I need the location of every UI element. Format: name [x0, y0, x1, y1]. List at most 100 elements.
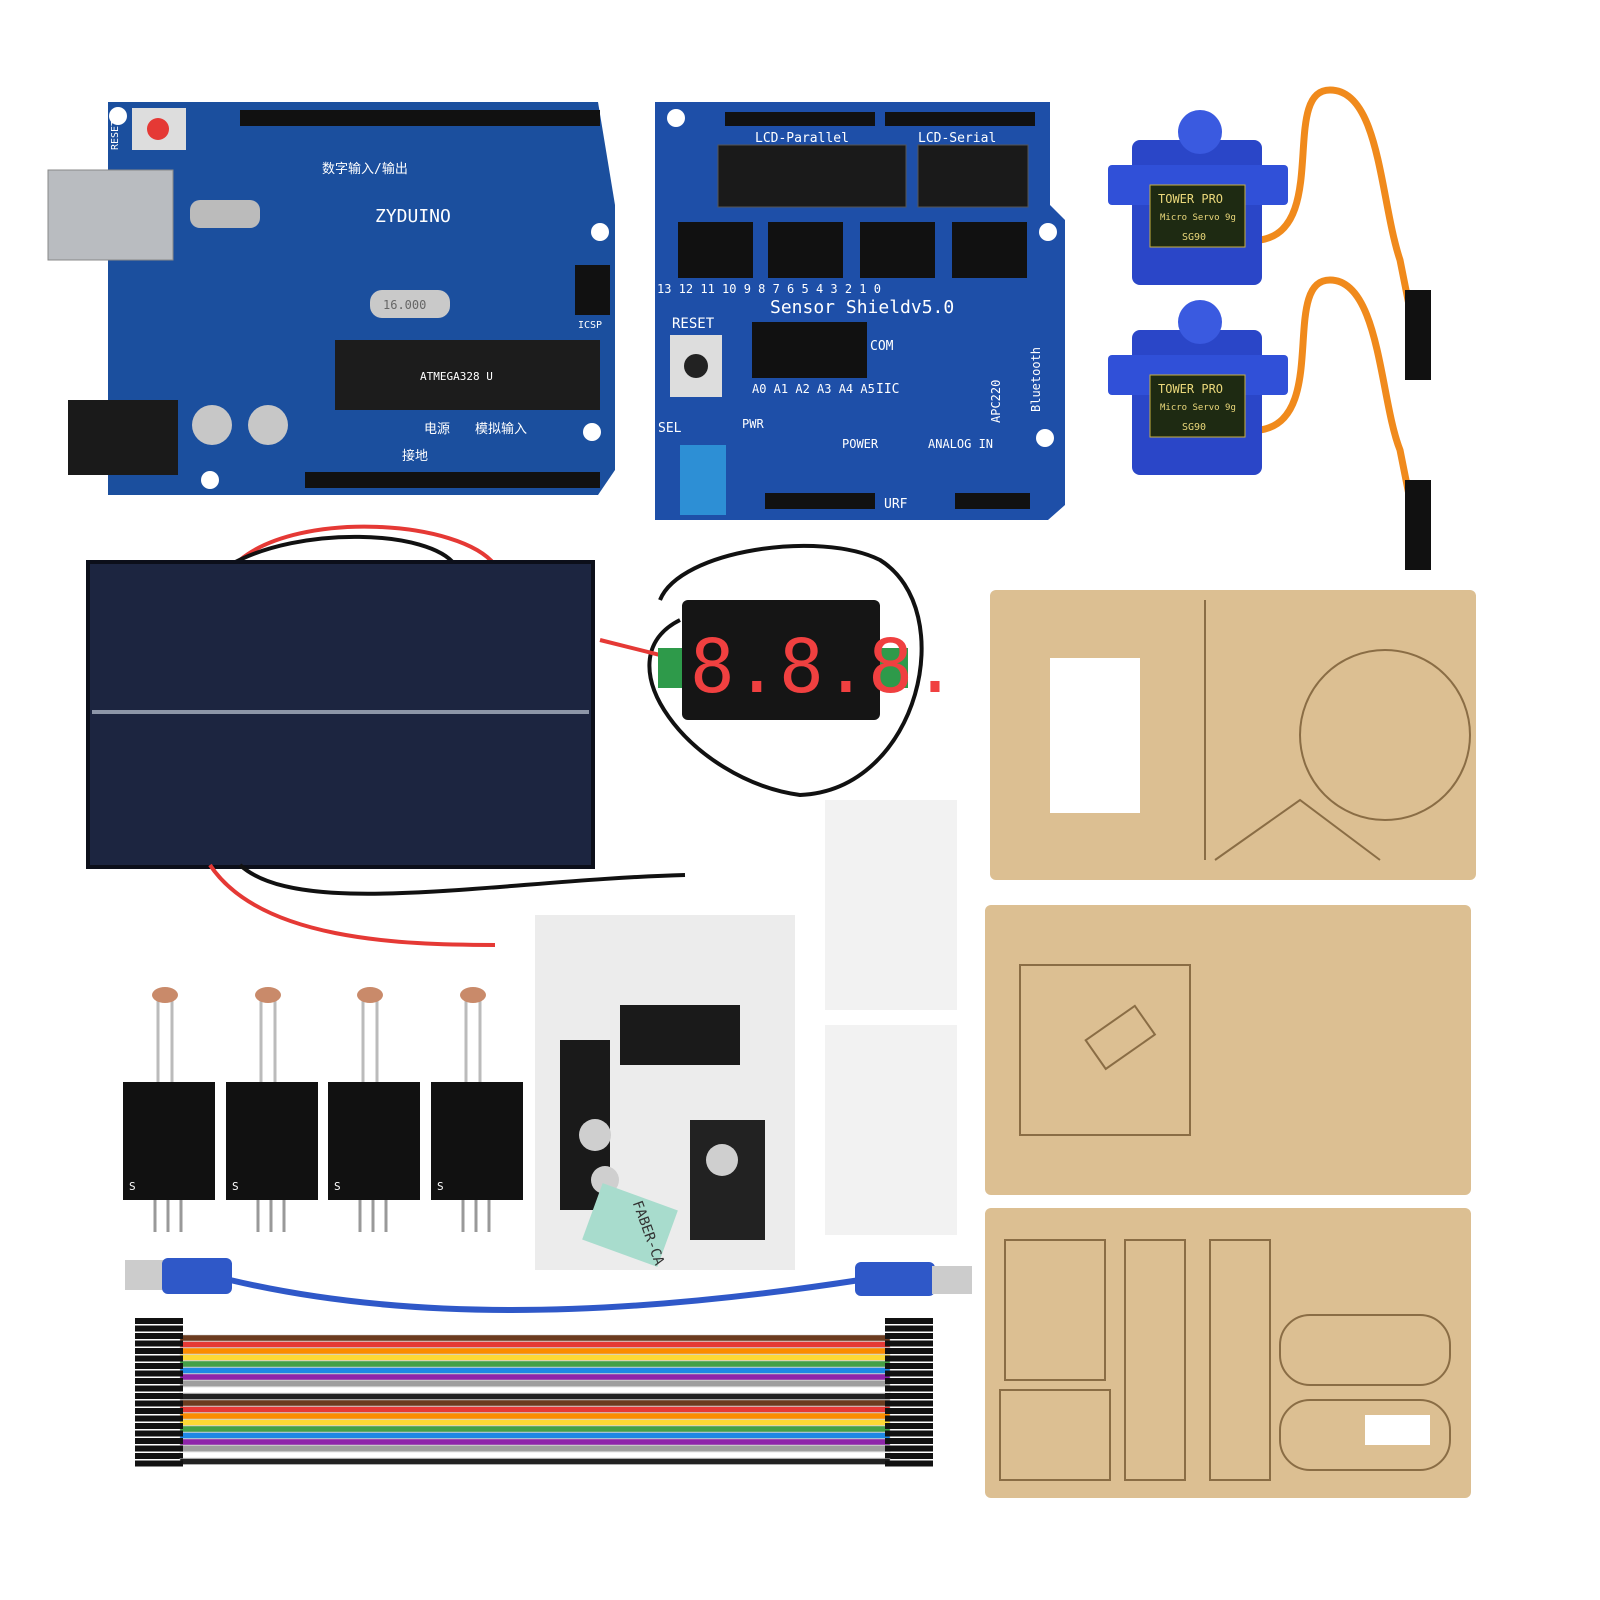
jumper-wire	[179, 1419, 891, 1426]
servo-2: TOWER PRO Micro Servo 9g SG90	[1108, 300, 1288, 475]
com-label: COM	[870, 339, 894, 354]
digital-pin-numbers: 13 12 11 10 9 8 7 6 5 4 3 2 1 0	[657, 282, 881, 296]
servo-brand: TOWER PRO	[1158, 192, 1223, 206]
jumper-connector-right	[885, 1355, 933, 1362]
jumper-wire	[179, 1406, 891, 1413]
jumper-wire	[179, 1334, 891, 1342]
jumper-connector-left	[135, 1325, 183, 1332]
jumper-connector-left	[135, 1445, 183, 1452]
jumper-connector-left	[135, 1438, 183, 1444]
jumper-connector-left	[135, 1385, 183, 1392]
digital-label: 数字输入/输出	[322, 161, 408, 177]
ldr-module-1: S	[123, 987, 215, 1232]
servo-horn-bag-1	[825, 800, 957, 1010]
servo-horn-bag-2	[825, 1025, 957, 1235]
jumper-connector-right	[885, 1460, 933, 1467]
servo-model-line: Micro Servo 9g	[1160, 213, 1236, 223]
jumper-connector-right	[885, 1385, 933, 1392]
servo-brand: TOWER PRO	[1158, 382, 1223, 396]
jumper-connector-left	[135, 1378, 183, 1384]
jumper-wire	[179, 1347, 891, 1355]
icsp-label: ICSP	[578, 320, 602, 331]
jumper-connector-left	[135, 1363, 183, 1369]
gnd-label: 接地	[402, 448, 428, 464]
jumper-connector-left	[135, 1430, 183, 1437]
jumper-wire	[179, 1380, 891, 1387]
ldr-pin-label: S	[232, 1180, 239, 1193]
uno-reset-label: RESET	[110, 120, 121, 150]
ldr-module-2: S	[226, 987, 318, 1232]
jumper-connector-left	[135, 1453, 183, 1459]
dc-jack	[68, 400, 178, 475]
jumper-connector-right	[885, 1378, 933, 1384]
shield-reset-button	[684, 354, 708, 378]
jumper-connector-left	[135, 1340, 183, 1347]
analog-in-label: ANALOG IN	[928, 437, 993, 451]
atmega-chip	[335, 340, 600, 410]
analog-pin-labels: A0 A1 A2 A3 A4 A5	[752, 382, 875, 396]
jumper-connector-right	[885, 1445, 933, 1452]
ldr-pin-label: S	[437, 1180, 444, 1193]
shield-reset-label: RESET	[672, 316, 715, 332]
jumper-wire	[179, 1341, 891, 1348]
jumper-wire-ribbon	[135, 1318, 933, 1467]
jumper-connector-right	[885, 1325, 933, 1332]
jumper-connector-right	[885, 1348, 933, 1354]
jumper-wire	[179, 1386, 891, 1394]
servo-model-line: Micro Servo 9g	[1160, 403, 1236, 413]
jumper-connector-left	[135, 1348, 183, 1354]
servo-model: SG90	[1182, 422, 1206, 433]
jumper-connector-right	[885, 1423, 933, 1429]
voltmeter: 8.8.8.	[599, 543, 957, 798]
bluetooth-label: Bluetooth	[1029, 347, 1043, 412]
power-analog-header	[305, 472, 600, 488]
urf-label: URF	[884, 497, 908, 512]
shield-title: Sensor Shieldv5.0	[770, 297, 954, 318]
jumper-wire	[179, 1425, 891, 1433]
jumper-wire	[179, 1373, 891, 1381]
servo-wires	[1259, 86, 1424, 551]
ldr-module-3: S	[328, 987, 420, 1232]
ldr-module-4: S	[431, 987, 523, 1232]
lcd-serial-label: LCD-Serial	[918, 131, 996, 146]
jumper-wire	[179, 1354, 891, 1361]
jumper-connector-left	[135, 1370, 183, 1377]
jumper-connector-right	[885, 1438, 933, 1444]
jumper-connector-right	[885, 1318, 933, 1324]
chip-text: ATMEGA328 U	[420, 370, 493, 383]
analog-label: 模拟输入	[475, 421, 527, 437]
ldr-pin-label: S	[129, 1180, 136, 1193]
jumper-connector-right	[885, 1333, 933, 1339]
jumper-connector-right	[885, 1340, 933, 1347]
pwr-label: PWR	[742, 417, 764, 431]
solar-panel	[86, 524, 686, 947]
jumper-connector-left	[135, 1460, 183, 1467]
acrylic-panel-3	[985, 1208, 1471, 1498]
jumper-connector-left	[135, 1408, 183, 1414]
jumper-connector-right	[885, 1415, 933, 1422]
usb-b-port	[47, 169, 174, 261]
jumper-wire	[179, 1438, 891, 1446]
jumper-connector-left	[135, 1400, 183, 1407]
jumper-connector-right	[885, 1453, 933, 1459]
iic-label: IIC	[876, 382, 899, 397]
jumper-connector-right	[885, 1393, 933, 1399]
jumper-connector-right	[885, 1363, 933, 1369]
sel-label: SEL	[658, 421, 682, 436]
jumper-connector-left	[135, 1415, 183, 1422]
screw-terminal	[680, 445, 726, 515]
acrylic-panel-1	[990, 590, 1476, 880]
jumper-wire	[179, 1393, 891, 1400]
servo-1: TOWER PRO Micro Servo 9g SG90	[1108, 110, 1288, 285]
jumper-wire	[179, 1451, 891, 1459]
jumper-connector-left	[135, 1333, 183, 1339]
ldr-pin-label: S	[334, 1180, 341, 1193]
jumper-connector-left	[135, 1318, 183, 1324]
power-label: 电源	[424, 422, 450, 437]
digital-header	[240, 110, 600, 126]
jumper-connector-left	[135, 1393, 183, 1399]
crystal	[370, 290, 450, 318]
voltmeter-display: 8.8.8.	[690, 624, 957, 710]
